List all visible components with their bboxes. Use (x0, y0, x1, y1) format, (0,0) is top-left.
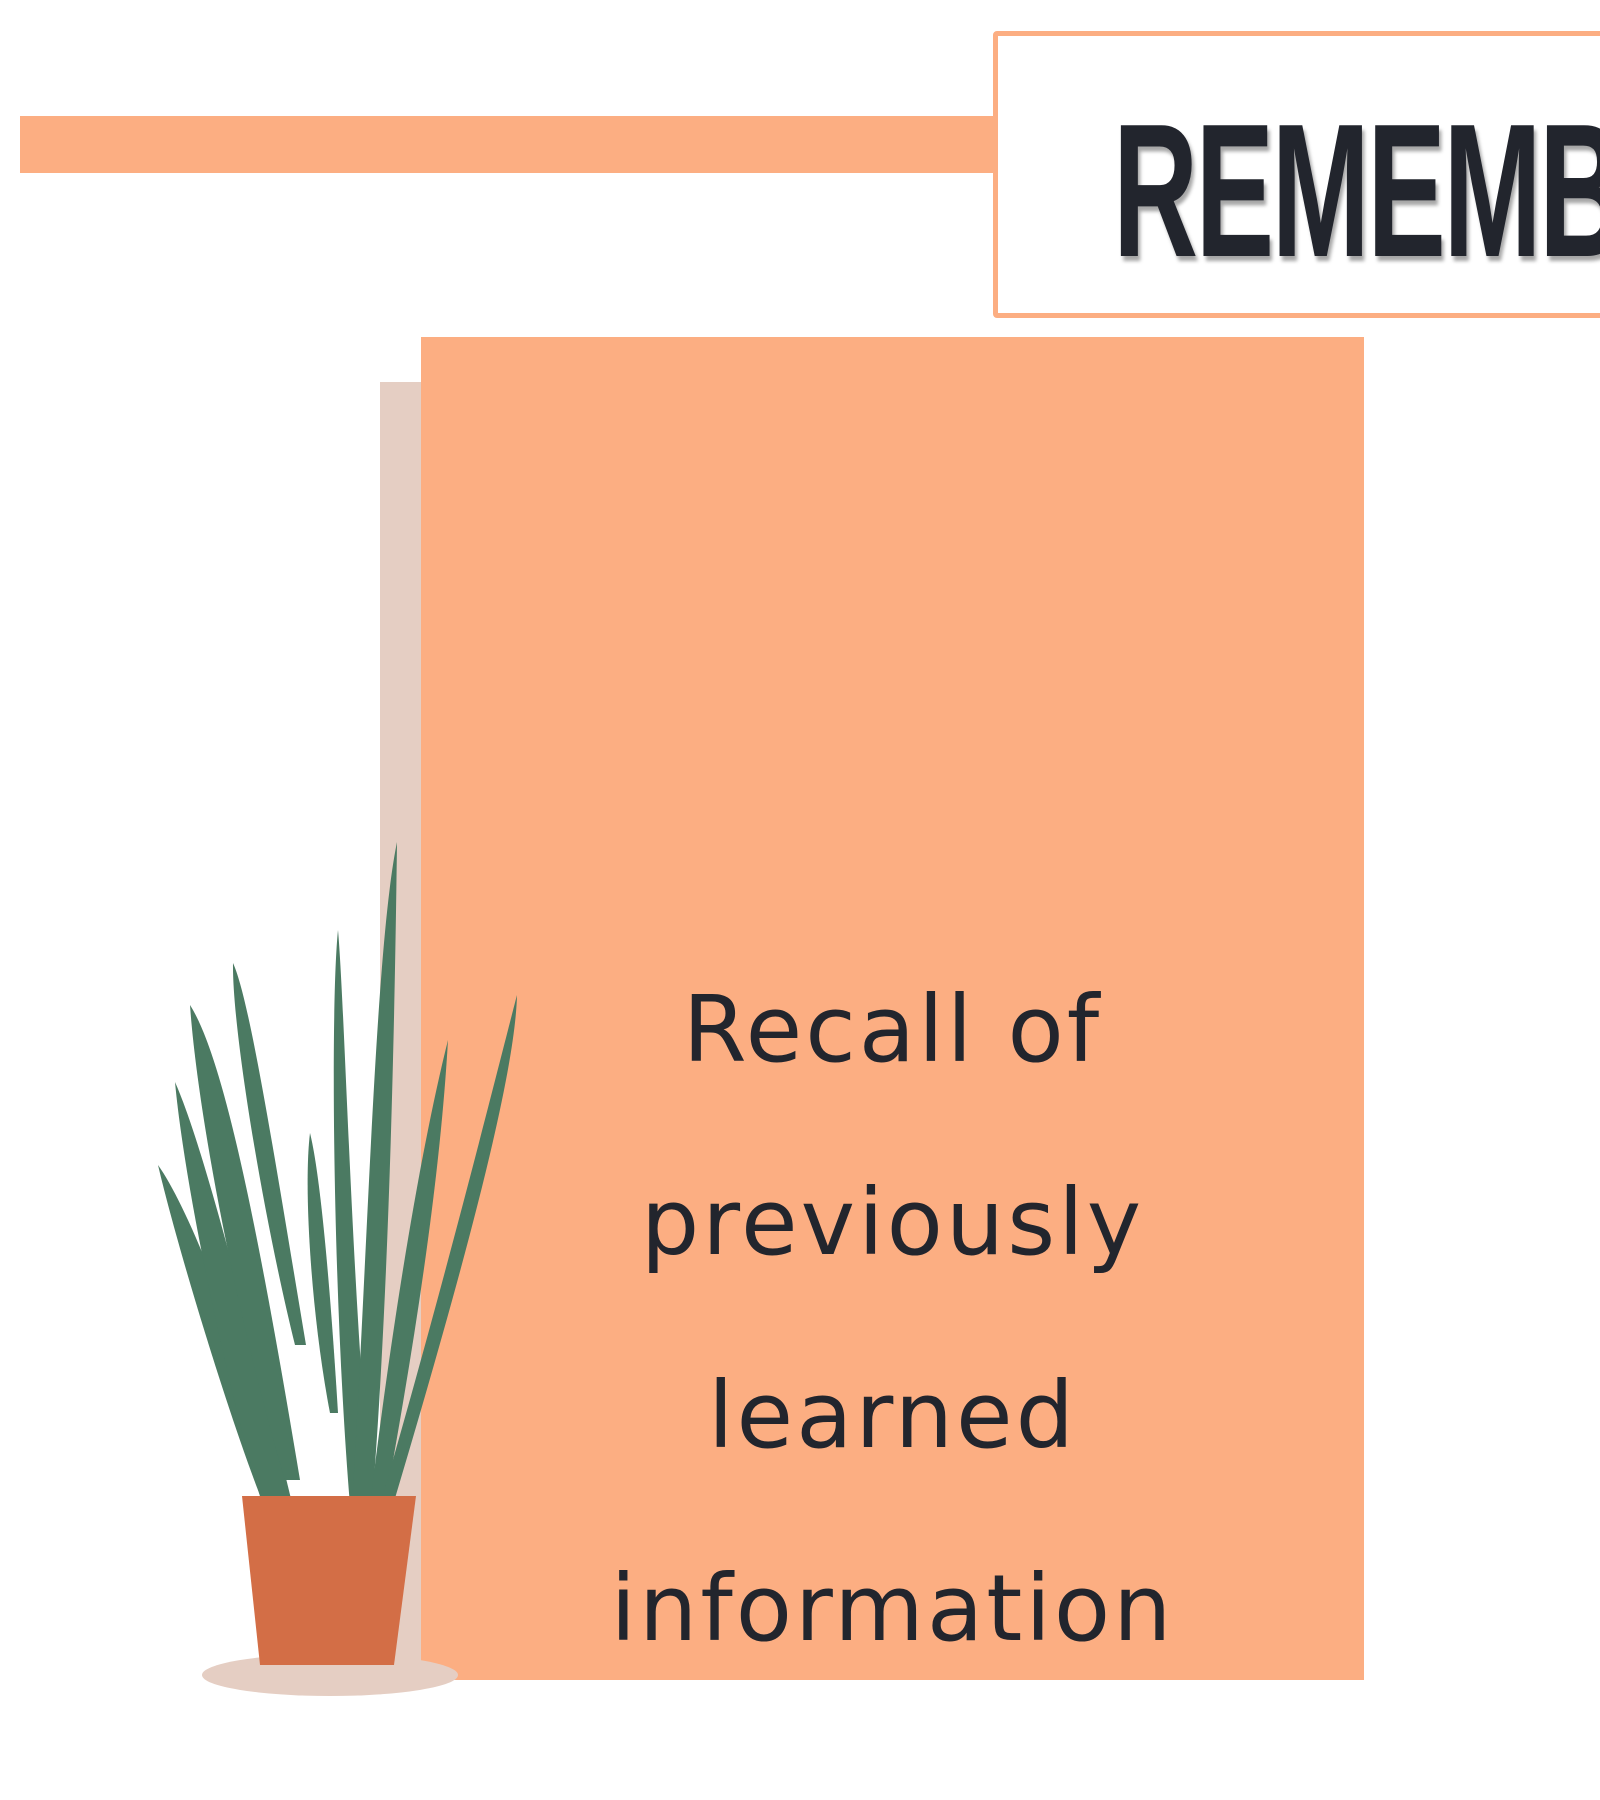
leaf (158, 1165, 289, 1503)
definition-text: Recall of previously learned information (421, 955, 1364, 1727)
title-box: REMEMB (993, 31, 1600, 318)
definition-line: learned (707, 1362, 1078, 1469)
definition-line: previously (640, 1169, 1145, 1276)
definition-card: Recall of previously learned information (421, 337, 1364, 1680)
header-bar (20, 116, 1000, 173)
leaf (232, 963, 306, 1345)
leaf (190, 1005, 300, 1480)
leaf (333, 930, 372, 1505)
definition-line: information (610, 1555, 1175, 1662)
card-shadow (380, 382, 426, 1680)
page-title: REMEMB (1113, 85, 1600, 297)
leaf (175, 1082, 292, 1503)
leaf (307, 1133, 338, 1413)
definition-line: Recall of (682, 976, 1103, 1083)
